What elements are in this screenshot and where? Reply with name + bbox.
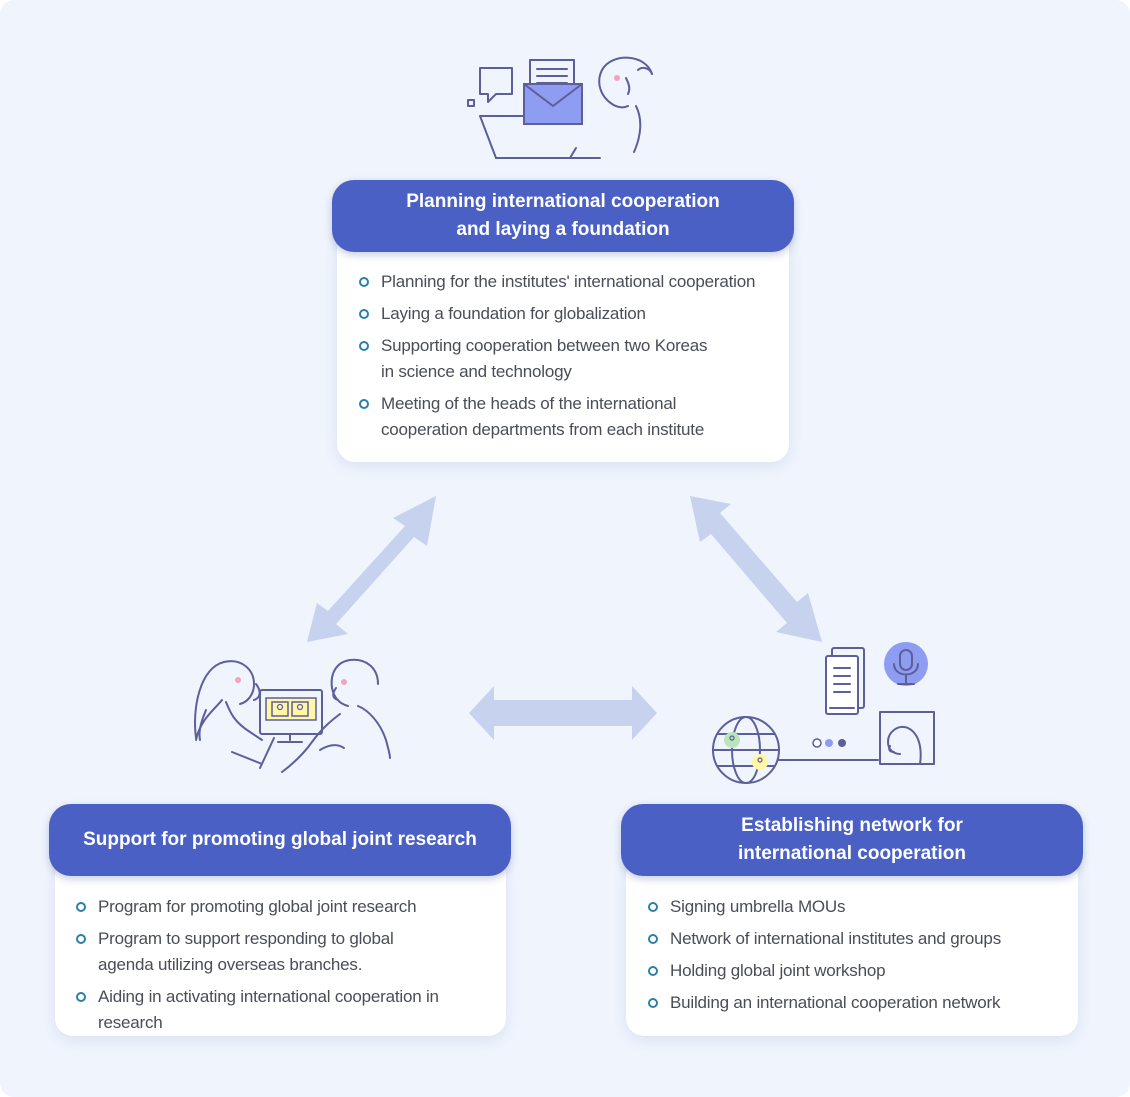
arrow-diagonal-right-icon <box>690 496 822 642</box>
email-laptop-person-icon <box>467 56 653 159</box>
list-item: Holding global joint workshop <box>648 958 1068 984</box>
top-item-list: Planning for the institutes' internation… <box>359 269 779 449</box>
bullet-icon <box>648 934 658 944</box>
right-card-title: Establishing network for international c… <box>621 804 1083 876</box>
list-item: Laying a foundation for globalization <box>359 301 779 327</box>
list-item: Signing umbrella MOUs <box>648 894 1068 920</box>
bullet-icon <box>76 992 86 1002</box>
list-item: Aiding in activating international coope… <box>76 984 506 1036</box>
list-item: Supporting cooperation between two Korea… <box>359 333 779 385</box>
arrow-diagonal-left-icon <box>307 496 436 642</box>
two-people-video-meeting-icon <box>194 658 391 773</box>
bullet-icon <box>76 934 86 944</box>
left-title-line1: Support for promoting global joint resea… <box>83 829 477 850</box>
left-card <box>55 858 506 1036</box>
list-item: Program to support responding to global … <box>76 926 506 978</box>
left-card-title: Support for promoting global joint resea… <box>49 804 511 876</box>
list-item: Program for promoting global joint resea… <box>76 894 506 920</box>
bullet-icon <box>76 902 86 912</box>
list-item: Network of international institutes and … <box>648 926 1068 952</box>
top-card <box>337 230 789 462</box>
right-title-line1: Establishing network for <box>741 815 963 836</box>
arrow-horizontal-icon <box>469 686 657 740</box>
bullet-icon <box>359 399 369 409</box>
top-title-line1: Planning international cooperation <box>406 191 720 212</box>
bullet-icon <box>648 966 658 976</box>
bullet-icon <box>359 341 369 351</box>
top-title-line2: and laying a foundation <box>456 219 670 240</box>
bullet-icon <box>359 309 369 319</box>
globe-network-video-call-icon <box>712 642 935 784</box>
left-item-list: Program for promoting global joint resea… <box>76 894 506 1042</box>
list-item: Meeting of the heads of the internationa… <box>359 391 779 443</box>
right-item-list: Signing umbrella MOUs Network of interna… <box>648 894 1068 1022</box>
right-card <box>626 858 1078 1036</box>
bullet-icon <box>648 998 658 1008</box>
bullet-icon <box>648 902 658 912</box>
list-item: Building an international cooperation ne… <box>648 990 1068 1016</box>
bullet-icon <box>359 277 369 287</box>
right-title-line2: international cooperation <box>737 843 967 864</box>
list-item: Planning for the institutes' internation… <box>359 269 779 295</box>
top-card-title: Planning international cooperation and l… <box>332 180 794 252</box>
